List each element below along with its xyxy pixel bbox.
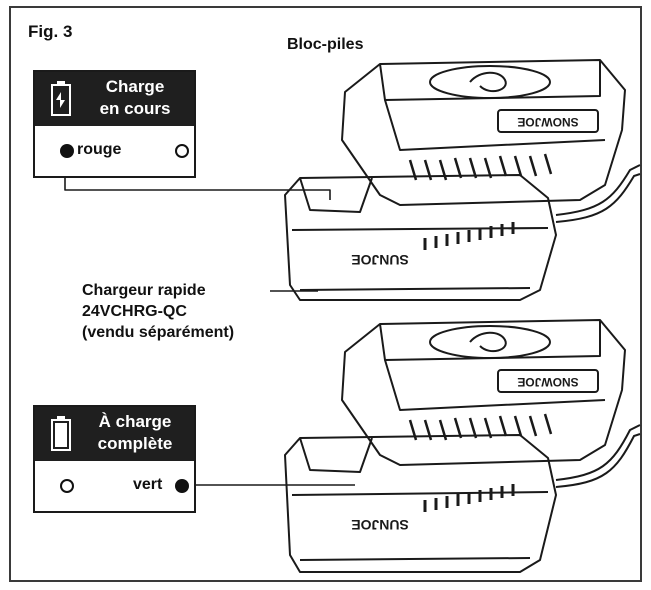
legend-full-title-1: À charge [98,412,172,431]
red-indicator-dot [60,144,74,158]
bottom-charger [284,424,641,573]
battery-full-icon [51,416,71,451]
battery-pack-label: Bloc-piles [287,36,364,53]
charger-label-line-2: 24VCHRG-QC [82,303,187,320]
charger-brand-text: SUNJOE [351,517,409,533]
legend-charging-row: rouge [35,126,194,176]
charger-label-line-3: (vendu séparément) [82,324,235,341]
legend-charging-title-1: Charge [105,77,165,96]
legend-charging-title-2: en cours [99,99,171,118]
off-indicator-dot [175,144,189,158]
charger-label-line-1: Chargeur rapide [82,282,206,299]
legend-full: À charge complète vert [33,405,196,513]
red-indicator-label: rouge [77,141,122,158]
top-charger [284,164,641,301]
green-indicator-dot [175,479,189,493]
green-indicator-label: vert [133,476,163,493]
top-battery [341,59,626,206]
legend-full-header: À charge complète [35,407,194,461]
charger-brand-text: SUNJOE [351,252,409,268]
off-indicator-dot [60,479,74,493]
legend-charging: Charge en cours rouge [33,70,196,178]
figure-label: Fig. 3 [28,22,73,41]
battery-brand-text: SNOWJOE [517,115,578,129]
legend-full-row: vert [35,461,194,511]
legend-full-title-2: complète [97,434,173,453]
battery-charging-icon [51,81,71,116]
legend-charging-header: Charge en cours [35,72,194,126]
bottom-battery [341,319,626,466]
battery-brand-text: SNOWJOE [517,375,578,389]
